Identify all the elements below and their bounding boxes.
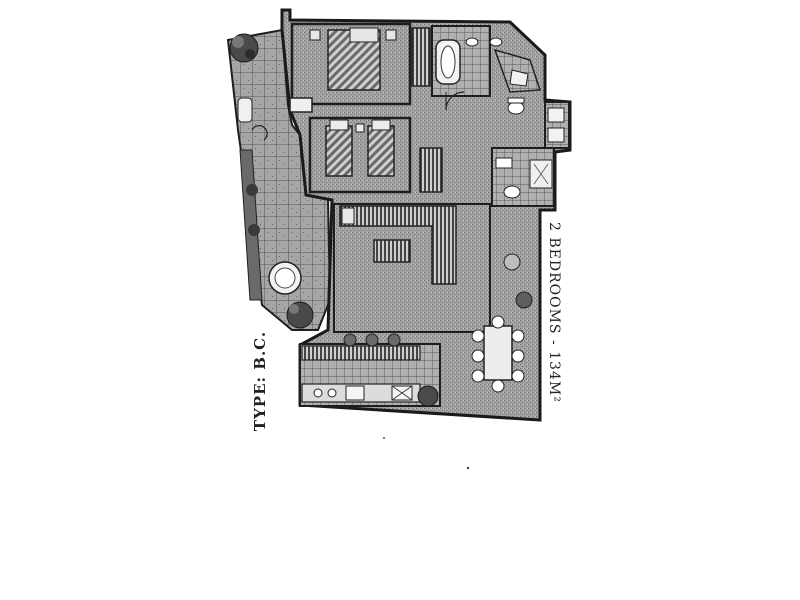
plan-size-label: 2 BEDROOMS - 134M²: [546, 222, 562, 403]
plants: [229, 33, 439, 407]
terrace-table: [268, 261, 302, 295]
living-room: [333, 203, 533, 333]
terrace-chair: [251, 125, 268, 141]
bathroom-2: [491, 147, 555, 207]
kitchen: [299, 333, 441, 407]
speck: [383, 437, 385, 439]
bedroom-2: [308, 116, 443, 194]
terrace-lounger: [237, 97, 253, 123]
bedroom-1: [289, 22, 431, 113]
dining-area: [471, 315, 525, 393]
laundry-room: [544, 101, 570, 149]
ensuite-bathroom: [431, 25, 542, 115]
speck: [466, 466, 470, 470]
plan-type-label: TYPE: B.C.: [251, 330, 269, 432]
